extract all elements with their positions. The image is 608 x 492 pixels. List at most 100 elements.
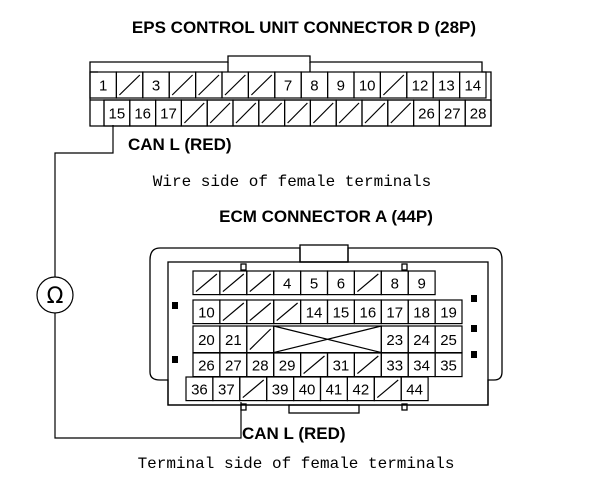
terminal-number: 15: [333, 304, 350, 321]
blank-terminal-slash: [303, 355, 325, 375]
connector-a-title: ECM CONNECTOR A (44P): [219, 207, 433, 226]
terminal-d-blank: [168, 71, 197, 99]
terminal-a-36: 36: [185, 376, 214, 402]
blank-terminal-slash: [222, 302, 245, 322]
blank-terminal-slash: [242, 379, 265, 399]
terminal-a-28: 28: [246, 352, 275, 378]
terminal-number: 28: [470, 106, 487, 123]
terminal-number: 25: [440, 332, 457, 349]
terminal-a-4: 4: [273, 270, 302, 296]
terminal-d-16: 16: [129, 99, 157, 127]
terminal-d-blank: [379, 71, 408, 99]
terminal-a-blank: [300, 352, 329, 378]
terminal-number: 29: [279, 357, 296, 374]
terminal-number: 37: [218, 381, 235, 398]
terminal-number: 9: [417, 275, 425, 292]
terminal-a-37: 37: [212, 376, 241, 402]
terminal-d-26: 26: [413, 99, 441, 127]
terminal-number: 6: [337, 275, 345, 292]
terminal-number: 24: [413, 332, 430, 349]
terminal-d-14: 14: [459, 71, 487, 99]
blank-terminal-slash: [261, 102, 283, 124]
connector-a-caption: Terminal side of female terminals: [138, 455, 455, 473]
terminal-d-blank: [335, 99, 363, 127]
terminal-a-19: 19: [434, 299, 463, 325]
terminal-d-10: 10: [353, 71, 381, 99]
terminal-number: 31: [333, 357, 350, 374]
terminal-number: 17: [160, 106, 177, 123]
terminal-number: 17: [386, 304, 403, 321]
terminal-a-34: 34: [407, 352, 436, 378]
unused-terminal-block: [273, 325, 382, 354]
terminal-a-9: 9: [407, 270, 436, 296]
blank-terminal-slash: [198, 74, 220, 96]
connector-d-title: EPS CONTROL UNIT CONNECTOR D (28P): [132, 18, 476, 37]
terminal-a-6: 6: [326, 270, 355, 296]
blank-terminal-slash: [364, 102, 386, 124]
ohmmeter-icon: [36, 276, 74, 314]
terminal-a-33: 33: [380, 352, 409, 378]
blank-terminal-slash: [249, 302, 272, 322]
terminal-number: 7: [284, 78, 292, 95]
blank-terminal-slash: [118, 74, 141, 96]
terminal-a-blank: [246, 325, 275, 354]
terminal-a-29: 29: [273, 352, 302, 378]
terminal-d-7: 7: [274, 71, 302, 99]
terminal-number: 26: [418, 106, 435, 123]
terminal-number: 4: [283, 275, 291, 292]
terminal-number: 12: [412, 78, 429, 95]
terminal-number: 1: [99, 78, 107, 95]
terminal-a-17: 17: [380, 299, 409, 325]
connector-a-locks: [172, 295, 477, 363]
terminal-number: 9: [337, 78, 345, 95]
terminal-a-16: 16: [353, 299, 382, 325]
terminal-a-15: 15: [326, 299, 355, 325]
terminal-d-blank: [232, 99, 260, 127]
terminal-number: 26: [198, 357, 215, 374]
terminal-d-blank: [284, 99, 312, 127]
terminal-a-blank: [353, 352, 382, 378]
terminal-number: 23: [386, 332, 403, 349]
terminal-d-8: 8: [300, 71, 329, 99]
blank-terminal-slash: [183, 102, 205, 124]
blank-terminal-slash: [195, 273, 218, 293]
terminal-number: 20: [198, 332, 215, 349]
terminal-a-44: 44: [400, 376, 429, 402]
terminal-a-23: 23: [380, 325, 409, 354]
terminal-a-blank: [373, 376, 402, 402]
terminal-a-40: 40: [293, 376, 322, 402]
terminal-a-26: 26: [192, 352, 221, 378]
terminal-number: 41: [326, 381, 343, 398]
terminal-number: 14: [306, 304, 323, 321]
terminal-number: 36: [191, 381, 208, 398]
terminal-number: 35: [440, 357, 457, 374]
terminal-number: 19: [440, 304, 457, 321]
blank-terminal-slash: [235, 102, 257, 124]
blank-terminal-slash: [382, 74, 405, 96]
terminal-a-20: 20: [192, 325, 221, 354]
terminal-a-blank: [353, 270, 382, 296]
terminal-a-blank: [219, 270, 248, 296]
terminal-a-39: 39: [266, 376, 295, 402]
terminal-d-13: 13: [432, 71, 461, 99]
terminal-d-1: 1: [89, 71, 117, 99]
terminal-a-14: 14: [300, 299, 329, 325]
terminal-number: 18: [413, 304, 430, 321]
terminal-number: 8: [391, 275, 399, 292]
blank-terminal-slash: [357, 355, 379, 375]
blank-terminal-slash: [222, 273, 245, 293]
terminal-d-17: 17: [155, 99, 183, 127]
terminal-number: 33: [386, 357, 403, 374]
blank-terminal-slash: [357, 273, 379, 293]
terminal-number: 5: [310, 275, 318, 292]
connector-d-caption: Wire side of female terminals: [153, 173, 431, 191]
terminal-a-35: 35: [434, 352, 463, 378]
terminal-number: 27: [444, 106, 461, 123]
blank-terminal-slash: [287, 102, 308, 124]
probe-wiring: [36, 125, 242, 439]
terminal-d-blank: [247, 71, 276, 99]
blank-terminal-slash: [249, 328, 272, 351]
